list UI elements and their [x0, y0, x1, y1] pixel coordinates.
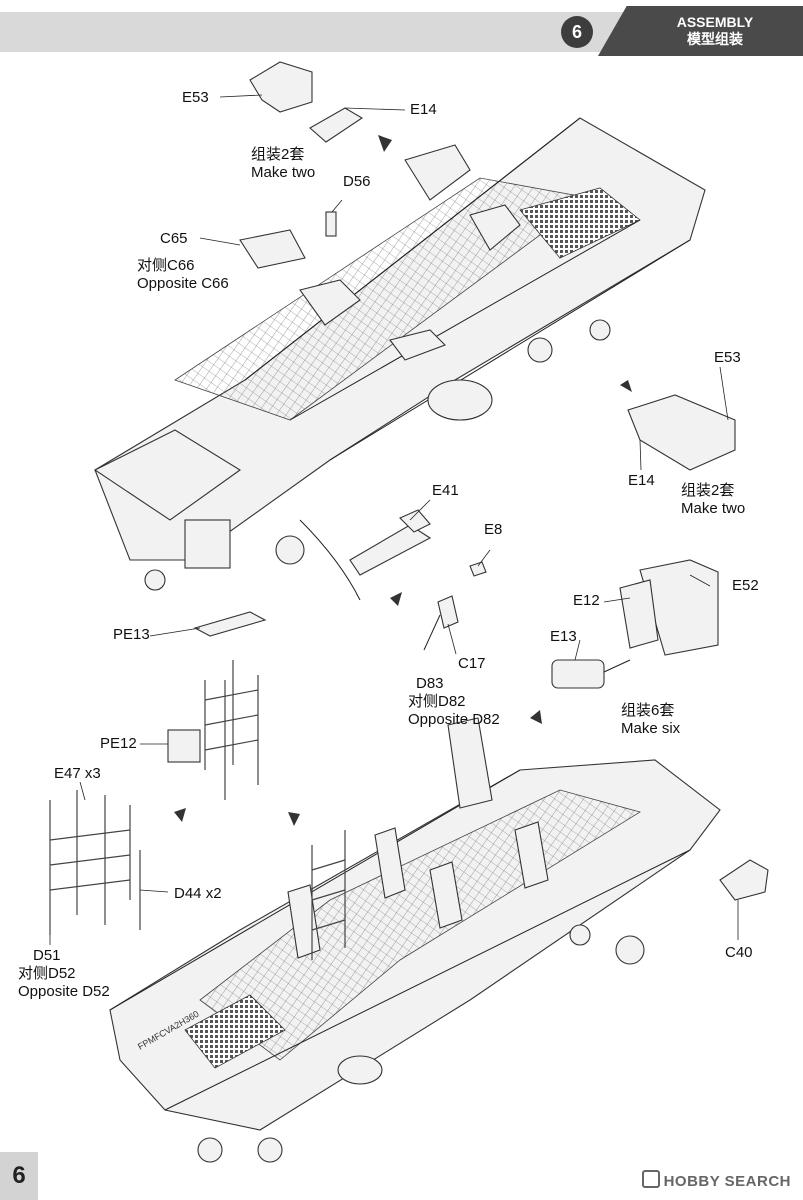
header-title-en: ASSEMBLY	[676, 14, 754, 30]
label-e8: E8	[484, 521, 503, 538]
label-e47-qty: x3	[84, 765, 101, 782]
label-make-six-cn: 组装6套	[621, 702, 675, 719]
brand-name: HOBBY SEARCH	[663, 1173, 791, 1190]
label-opp-c66-cn: 对侧C66	[137, 257, 195, 274]
label-opp-c66-en: Opposite C66	[137, 275, 229, 292]
header-title: ASSEMBLY 模型组装	[640, 14, 790, 48]
label-e53-right: E53	[714, 349, 741, 366]
header-title-panel	[598, 6, 803, 56]
side-plate-assembly	[627, 394, 736, 471]
header-title-cn: 模型组装	[687, 31, 743, 47]
label-opp-d82-cn: 对侧D82	[408, 693, 466, 710]
direction-arrows	[174, 135, 632, 826]
label-c17: C17	[458, 655, 486, 672]
label-d44-part: D44	[174, 885, 202, 902]
label-e41: E41	[432, 482, 459, 499]
page-number: 6	[0, 1152, 38, 1200]
small-parts-cluster	[299, 509, 487, 651]
label-opp-d52-cn: 对侧D52	[18, 965, 76, 982]
top-armor-plates	[239, 61, 521, 361]
label-d83: D83	[416, 675, 444, 692]
label-e14-right: E14	[628, 472, 655, 489]
label-e52: E52	[732, 577, 759, 594]
label-make-two-cn-right: 组装2套	[681, 482, 735, 499]
step-number-badge: 6	[561, 16, 593, 48]
label-pe12: PE12	[100, 735, 137, 752]
label-d44-qty: x2	[205, 885, 222, 902]
c40-part	[719, 859, 769, 901]
seat-assembly	[551, 559, 719, 689]
label-make-two-en-right: Make two	[681, 500, 746, 517]
label-d44: D44 x2	[174, 885, 222, 903]
label-e47: E47 x3	[54, 765, 101, 783]
label-make-two-en-top: Make two	[251, 164, 316, 181]
shelf-racks	[49, 611, 267, 935]
label-e12: E12	[573, 592, 600, 609]
label-make-six-en: Make six	[621, 720, 681, 737]
label-pe13: PE13	[113, 626, 150, 643]
leader-lines	[49, 94, 739, 945]
lower-hull	[109, 717, 721, 1163]
label-d51: D51	[33, 947, 61, 964]
label-e14-top: E14	[410, 101, 437, 118]
label-c65: C65	[160, 230, 188, 247]
label-c40: C40	[725, 944, 753, 961]
label-d56: D56	[343, 173, 371, 190]
label-opp-d52-en: Opposite D52	[18, 983, 110, 1000]
label-opp-d82-en: Opposite D82	[408, 711, 500, 728]
label-e13: E13	[550, 628, 577, 645]
brand-watermark: HOBBY SEARCH	[641, 1170, 791, 1190]
label-make-two-cn-top: 组装2套	[251, 146, 305, 163]
label-e53-top: E53	[182, 89, 209, 106]
brand-logo-icon	[641, 1170, 660, 1188]
label-e47-part: E47	[54, 765, 81, 782]
